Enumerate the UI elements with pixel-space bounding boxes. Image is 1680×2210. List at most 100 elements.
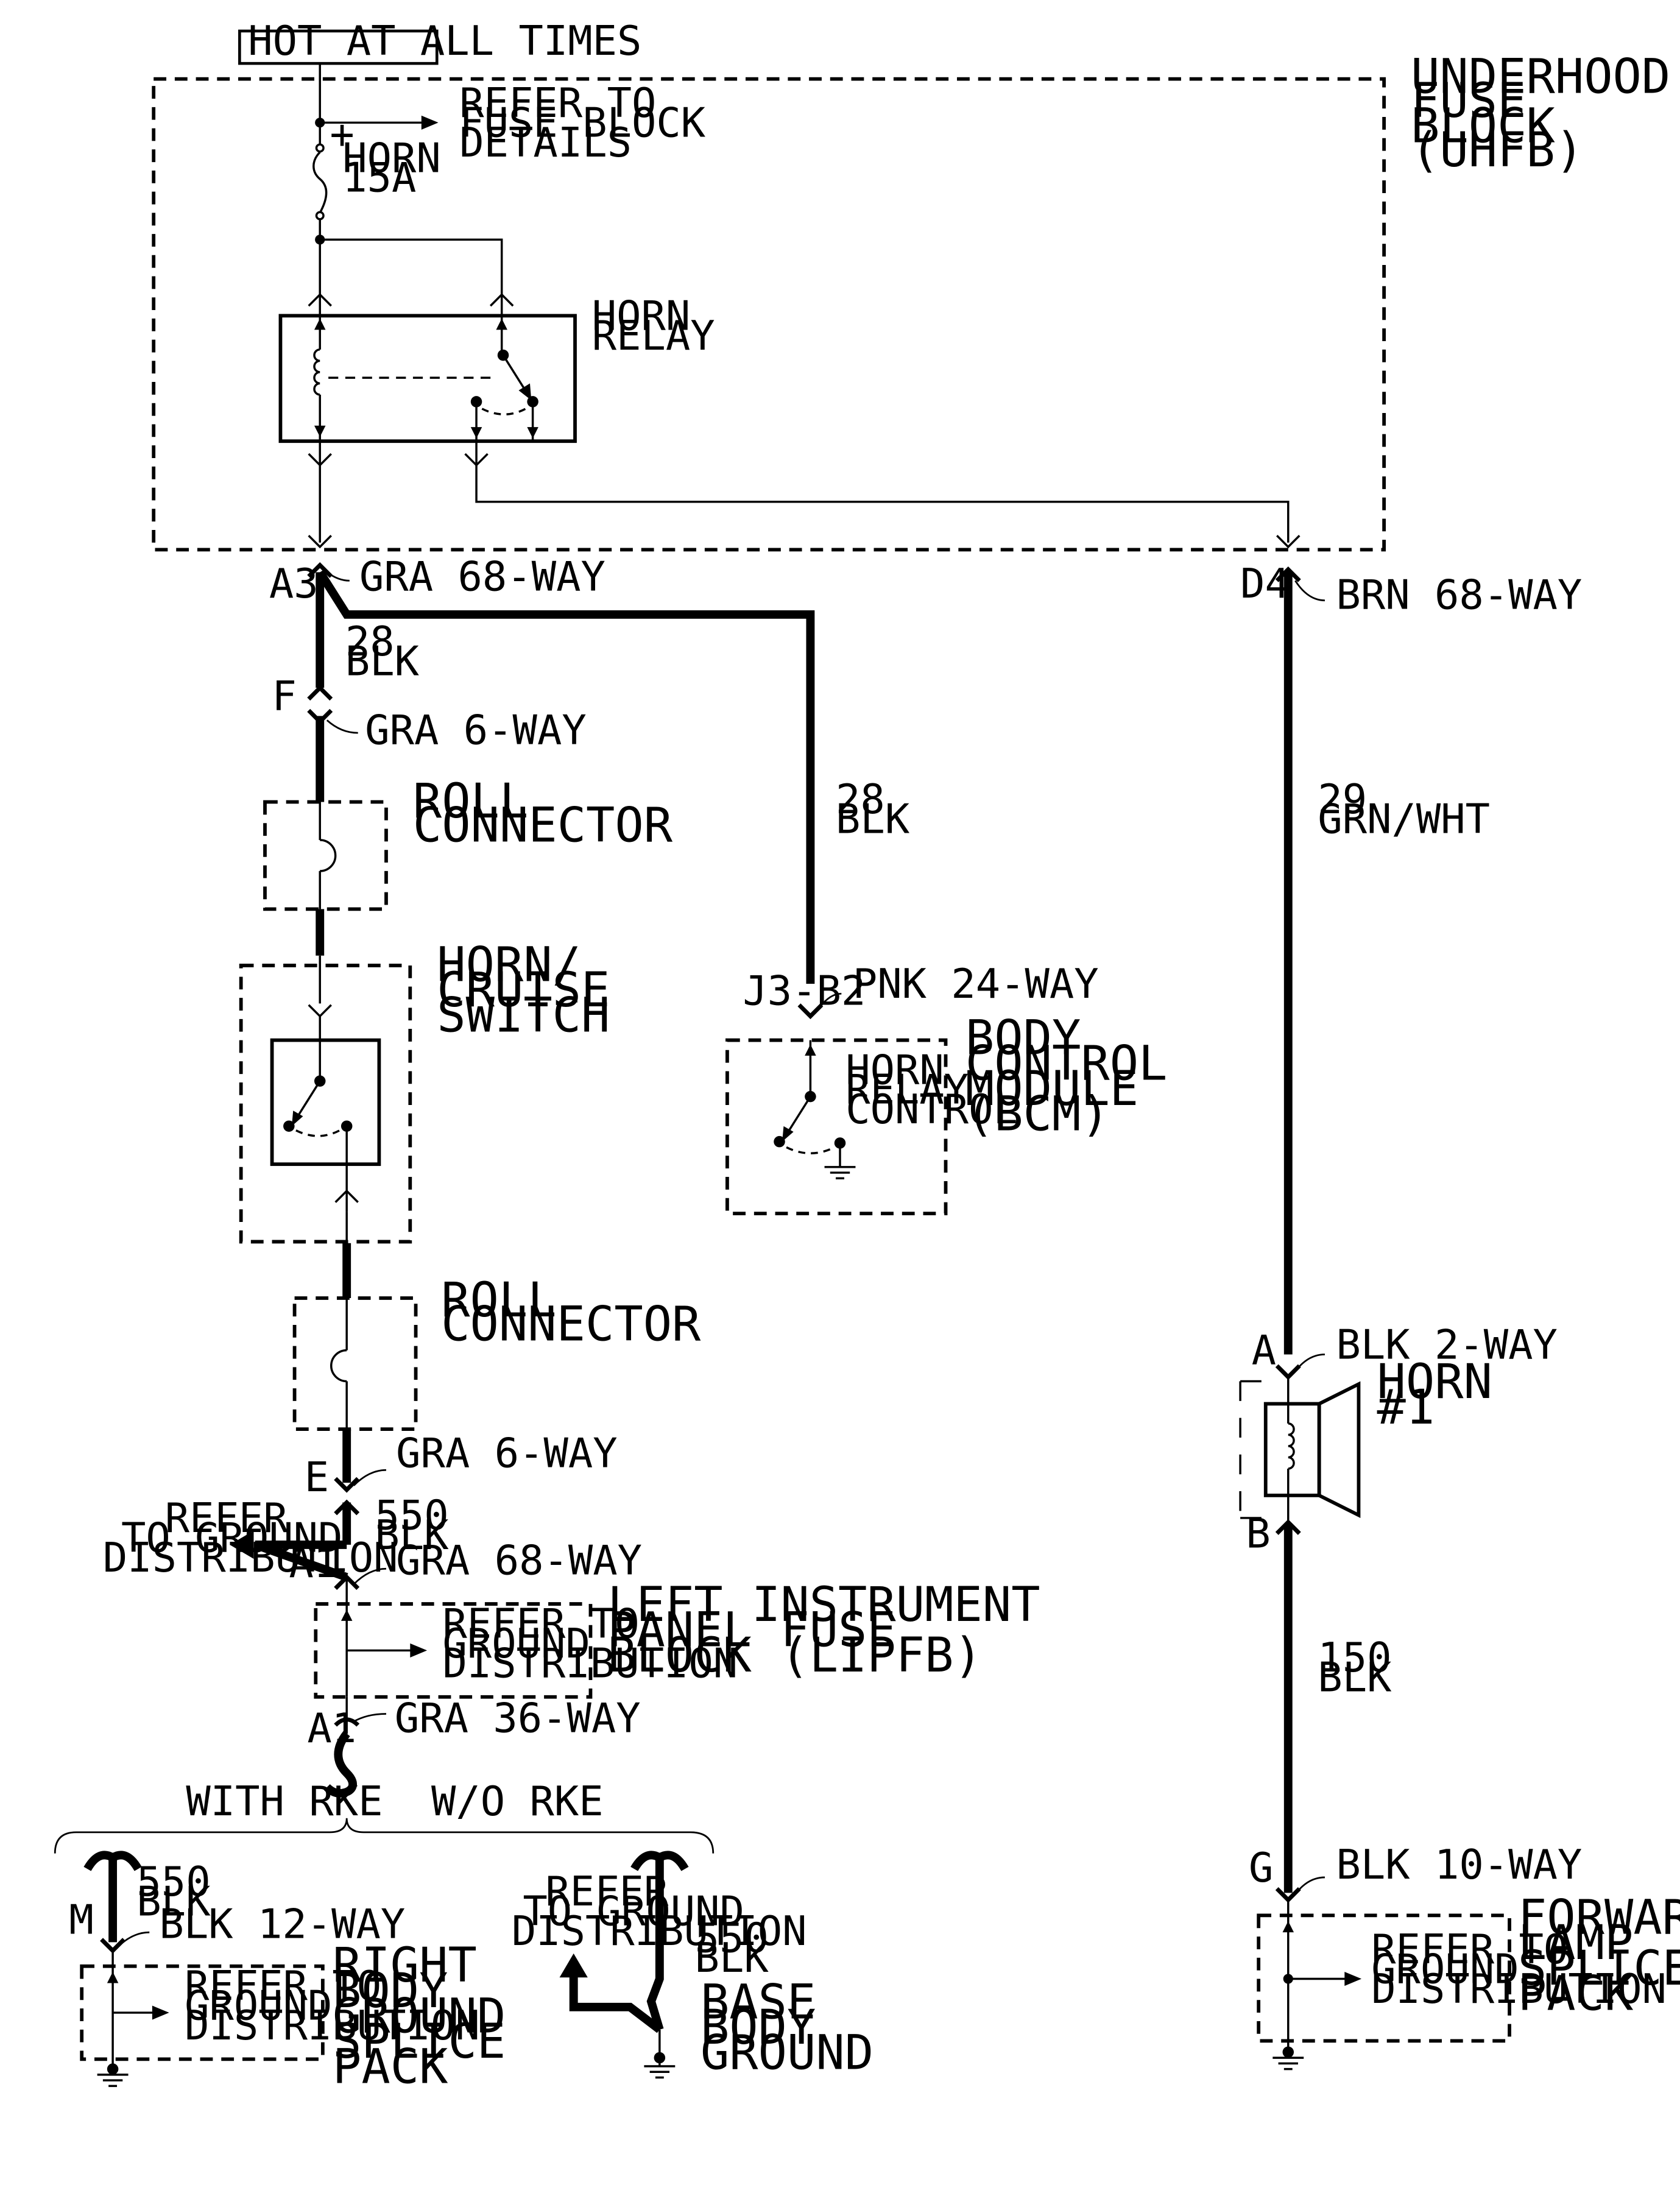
rb-label-3: GROUND [333,1988,506,2044]
w150-num: 150 [1318,1634,1391,1681]
a1-36-pin: A1 [307,1704,356,1752]
w550-base-num: 550 [695,1915,769,1962]
fwd-ref-3: DISTRIBUTION [1371,1965,1667,2013]
bcm-label-4: (BCM) [965,1086,1110,1142]
f-pin: F [272,673,297,720]
connector-a-horn: A BLK 2-WAY [1252,1321,1558,1380]
fwd-label-2: LAMP [1518,1915,1633,1971]
bcm-inner-1: HORN [845,1046,944,1093]
horn-icon [1317,1381,1361,1518]
roll2-label-1: ROLL [441,1272,556,1328]
forward-lamp-splice-pack: REFER TO GROUND DISTRIBUTION FORWARD LAM… [1257,1889,1680,2043]
lipfb-label-3: BLOCK (LIPFB) [607,1627,983,1683]
with-rke-label: WITH RKE [186,1778,383,1825]
connector-d4: D4 BRN 68-WAY [1240,560,1582,619]
arrow-left-icon [230,1530,254,1559]
body-control-module: HORN RELAY CONTROL BODY CONTROL MODULE (… [725,1010,1168,1216]
bcm-inner-3: CONTROL [845,1086,1018,1133]
fwd-label-3: SPLICE [1518,1940,1680,1996]
rb-ref-2: GROUND [185,1982,332,2030]
rb-ref-1: REFER TO [185,1962,381,2010]
without-rke-label: W/O RKE [431,1778,604,1825]
ground-icon [1272,2046,1304,2071]
option-bracket: WITH RKE W/O RKE [54,1778,715,1854]
switch-label-3: SWITCH [437,987,610,1043]
w28-bcm-num: 28 [836,775,885,823]
base-label-3: GROUND [701,2025,874,2081]
f-desc: GRA 6-WAY [365,707,586,754]
rb-label-4: SPLICE [333,2013,506,2069]
ground-icon [97,2063,129,2088]
power-source: HOT AT ALL TIMES [238,17,641,123]
rb-label-5: PACK [333,2039,448,2095]
roll2-label-2: CONNECTOR [441,1296,701,1352]
roll1-label-1: ROLL [413,773,528,829]
roll-connector-1: ROLL CONNECTOR [263,773,673,911]
lipfb: REFER TO GROUND DISTRIBUTION LEFT INSTRU… [314,1576,1040,1699]
lipfb-ref-2: GROUND [443,1620,590,1667]
a1-68-desc: GRA 68-WAY [396,1536,642,1584]
fwd-ref-1: REFER TO [1371,1926,1568,1973]
underhood-fuse-block: UNDERHOOD FUSE BLOCK (UHFB) REFER TO FUS… [152,49,1670,552]
d4-desc: BRN 68-WAY [1336,571,1582,619]
bcm-label-2: CONTROL [965,1035,1168,1091]
j3b2-desc: PNK 24-WAY [853,960,1099,1008]
lipfb-ref-3: DISTRIBUTION [443,1639,738,1687]
relay-label-1: HORN [592,292,691,339]
g-desc: BLK 10-WAY [1336,1841,1582,1888]
lipfb-label-1: LEFT INSTRUMENT [607,1576,1040,1633]
arrow-right-icon [1344,1971,1362,1986]
w550-lipfb-num: 550 [375,1491,448,1539]
bcm-label-1: BODY [965,1010,1081,1066]
m-desc: BLK 12-WAY [159,1900,405,1947]
ground-icon [644,2052,676,2079]
d4-pin: D4 [1240,560,1290,607]
b-horn-pin: B [1246,1510,1270,1558]
ref-left-2: TO GROUND [121,1514,342,1561]
a1-36-desc: GRA 36-WAY [395,1695,641,1742]
ref-base-1: REFER [545,1868,669,1915]
connector-m: M BLK 12-WAY [69,1896,405,1954]
w550-base-color: BLK [695,1934,769,1982]
w28-upper-color: BLK [345,637,420,685]
uhfb-name-2: FUSE [1411,72,1526,129]
arrow-up-icon [559,1953,588,1978]
connector-a3: A3 GRA 68-WAY [269,552,605,607]
fwd-label-1: FORWARD [1518,1889,1680,1945]
connector-a1-68: GRA 68-WAY A1 [289,1536,642,1590]
j3b2-pin: J3-B2 [743,967,866,1015]
a3-pin: A3 [269,560,319,607]
e-desc: GRA 6-WAY [396,1430,617,1477]
arrow-right-icon [421,115,439,130]
a-horn-pin: A [1252,1327,1276,1374]
fuse-refer-1: REFER TO [459,79,656,127]
uhfb-name-4: (UHFB) [1411,122,1584,178]
fuse-refer-2: FUSE BLOCK [459,99,705,146]
fuse-plus: + [330,110,354,158]
base-label-2: BODY [701,1999,816,2055]
ref-left-1: REFER [165,1494,289,1542]
w550-lipfb-color: BLK [375,1511,449,1559]
a3-desc: GRA 68-WAY [359,552,605,600]
fuse-icon [312,151,328,214]
ref-left-3: DISTRIBUTION [103,1534,398,1581]
connector-g: G BLK 10-WAY [1249,1841,1582,1903]
w150-color: BLK [1318,1654,1392,1701]
power-label: HOT AT ALL TIMES [248,17,641,65]
relay-label-2: RELAY [592,312,715,359]
relay-coil-icon [313,348,320,396]
horn-label-1: HORN [1377,1354,1492,1410]
connector-f: F GRA 6-WAY [272,673,587,754]
ref-base-3: DISTRIBUTION [512,1907,807,1955]
w550-rke-num: 550 [136,1858,210,1905]
fwd-ref-2: GROUND [1371,1945,1519,1993]
fwd-label-4: PACK [1518,1965,1634,2021]
w29-color: GRN/WHT [1318,795,1490,842]
w28-bcm-color: BLK [836,795,910,842]
right-body-ground-splice: REFER TO GROUND DISTRIBUTION RIGHT BODY … [80,1937,506,2095]
fuse-refer-3: DETAILS [459,119,632,166]
roll-connector-2: ROLL CONNECTOR [292,1272,701,1432]
bcm-label-3: MODULE [965,1061,1138,1117]
g-pin: G [1249,1844,1273,1891]
connector-e: GRA 6-WAY E [305,1430,618,1501]
